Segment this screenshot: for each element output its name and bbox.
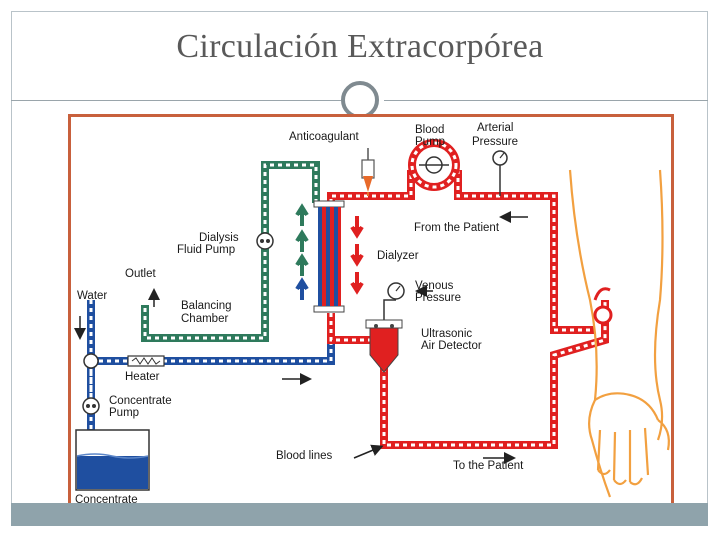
label-ultrasonic-2: Air Detector [421,340,482,352]
label-blood-lines: Blood lines [276,450,333,462]
label-ultrasonic-1: Ultrasonic [421,328,472,340]
air-detector-chamber [365,319,403,373]
anticoagulant-syringe [361,148,375,196]
direction-arrows [74,211,528,464]
venous-pressure-gauge [383,282,405,320]
dialysis-circuit-diagram: Anticoagulant Blood Pump Arterial Pressu… [68,114,674,508]
heater [127,355,165,367]
label-blood-pump-2: Pump [415,136,445,148]
label-balancing-1: Balancing [181,300,232,312]
water-valve [83,353,99,369]
label-anticoagulant: Anticoagulant [289,131,359,143]
label-balancing-2: Chamber [181,313,228,325]
label-arterial-pressure-1: Arterial [477,122,513,134]
diagram-labels: Anticoagulant Blood Pump Arterial Pressu… [75,122,524,506]
label-dialysis-pump-1: Dialysis [199,232,239,244]
label-dialysis-pump-2: Fluid Pump [177,244,235,256]
dialyzer [313,200,345,313]
label-concentrate-pump-2: Pump [109,407,139,419]
patient-arm [568,169,670,498]
title-divider-right [384,100,708,101]
concentrate-container [75,429,150,491]
slide-title: Circulación Extracorpórea [176,28,544,65]
title-divider-left [11,100,341,101]
concentrate-pump [82,397,100,415]
label-to-patient: To the Patient [453,460,524,472]
needle-site [593,287,613,325]
dialysate-flow-arrows [295,203,309,300]
label-concentrate-pump-1: Concentrate [109,395,172,407]
dialysis-fluid-pump [256,232,274,250]
label-venous-1: Venous [415,280,454,292]
label-heater: Heater [125,371,160,383]
label-blood-pump-1: Blood [415,124,444,136]
blood-line [327,170,609,449]
arterial-pressure-gauge [492,150,508,196]
label-arterial-pressure-2: Pressure [472,136,518,148]
slide-footer-bar [11,503,708,526]
label-venous-2: Pressure [415,292,461,304]
blood-flow-arrows [350,216,364,295]
label-water: Water [77,290,107,302]
used-dialysate-line [141,161,320,342]
label-from-patient: From the Patient [414,222,500,234]
blood-pump [408,139,460,191]
label-dialyzer: Dialyzer [377,250,419,262]
label-outlet: Outlet [125,268,156,280]
